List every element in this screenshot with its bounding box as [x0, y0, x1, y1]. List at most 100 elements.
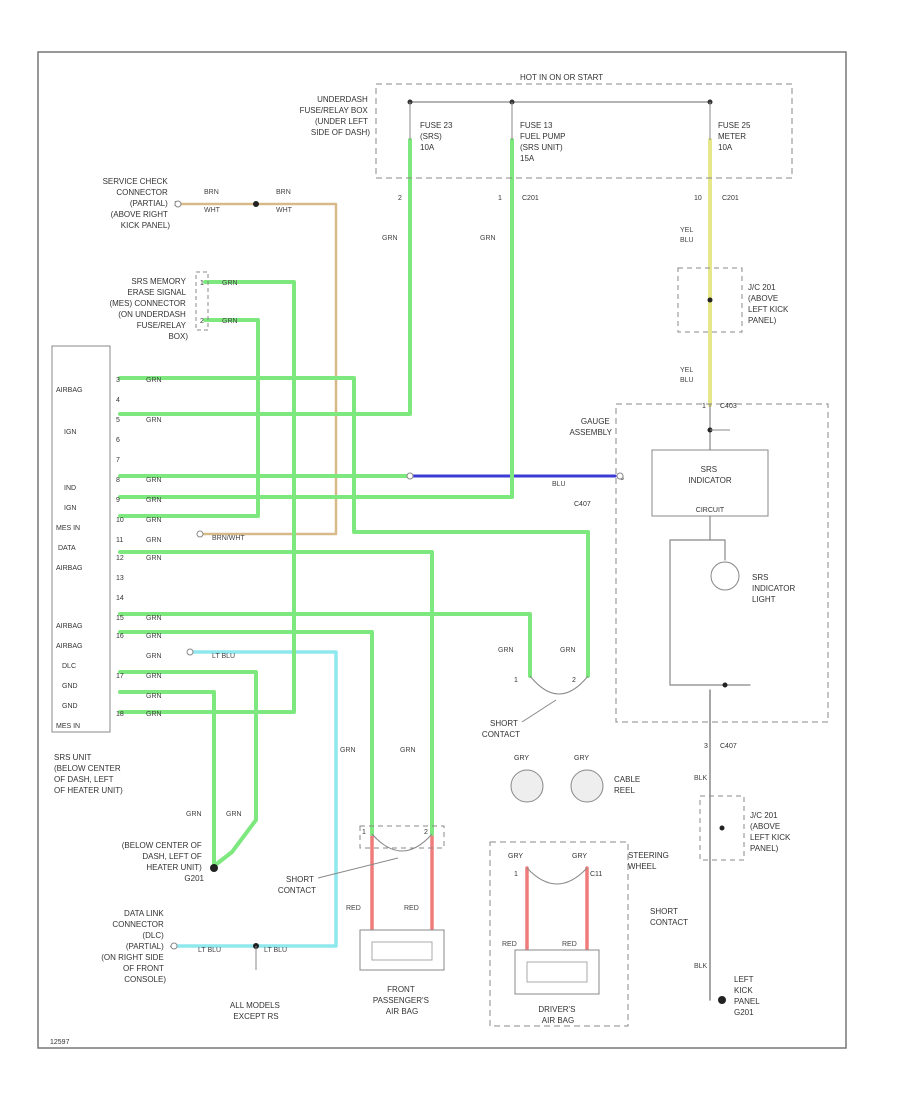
driver-airbag-inner	[526, 961, 588, 983]
sc1-label: SHORT CONTACT	[482, 719, 520, 739]
srs-wire-tag: GRN	[146, 477, 162, 484]
srs-pin: 5	[116, 417, 120, 424]
mes-connector: SRS MEMORY ERASE SIGNAL (MES) CONNECTOR …	[109, 271, 238, 341]
fuse-box-outline	[375, 83, 793, 179]
sc1-pin1: 1	[514, 677, 518, 684]
front-passenger-airbag-assembly: 1 2 SHORT CONTACT FRONT PASSENGER'S AIR …	[278, 825, 445, 1016]
srs-pin: 13	[116, 575, 124, 582]
wire-tag-ltblu: LT BLU	[212, 653, 235, 660]
passenger-airbag-inner	[371, 941, 433, 961]
srs-wire-tag: GRN	[146, 673, 162, 680]
srs-label-gnd: GND	[62, 703, 78, 710]
service-check-label: SERVICE CHECK CONNECTOR (PARTIAL) (ABOVE…	[103, 177, 171, 230]
cable-reel-label: CABLE REEL	[614, 775, 642, 795]
srs-label-ind: IND	[64, 485, 76, 492]
passenger-airbag-label: FRONT PASSENGER'S AIR BAG	[373, 985, 431, 1016]
ground-icon	[718, 996, 726, 1004]
srs-label-airbag: AIRBAG	[56, 623, 82, 630]
gauge-assembly: GAUGE ASSEMBLY 1 C403 3 C407 SRS INDICAT…	[569, 403, 829, 750]
fuse-b-conn: C201	[522, 195, 539, 202]
srs-pin: 17	[116, 673, 124, 680]
srs-wire-tag: GRN	[146, 711, 162, 718]
wire-grn-passenger-b	[118, 550, 434, 836]
steering-tag: GRY	[508, 853, 523, 860]
jc-node	[719, 825, 725, 831]
wire-grn-fuse-b	[118, 138, 514, 499]
wire-tag-red: RED	[346, 905, 361, 912]
wire-tag-brn: BRN	[276, 189, 291, 196]
wire-tag-grn: GRN	[480, 235, 496, 242]
junction-connector-bottom: J/C 201 (ABOVE LEFT KICK PANEL)	[699, 795, 791, 861]
connector-end-icon	[174, 200, 182, 208]
srs-label-mes-in: MES IN	[56, 723, 80, 730]
wire-tag-grn: GRN	[382, 235, 398, 242]
g201-label: (BELOW CENTER OF DASH, LEFT OF HEATER UN…	[122, 841, 205, 883]
srs-pin: 3	[116, 377, 120, 384]
cable-reel-coil-icon	[570, 769, 604, 803]
driver-airbag-label: DRIVER'S AIR BAG	[538, 1005, 577, 1025]
srs-pin: 8	[116, 477, 120, 484]
fuse-c-conn: C201	[722, 195, 739, 202]
gauge-node	[722, 682, 728, 688]
connector-end-icon	[406, 472, 414, 480]
wire-grn-gnd-2	[118, 690, 216, 868]
diagram-frame	[37, 51, 847, 1049]
wire-tag-wht: WHT	[204, 207, 221, 214]
srs-label-airbag: AIRBAG	[56, 565, 82, 572]
sc3-pin1: 1	[362, 829, 366, 836]
wire-grn-mes2	[118, 318, 260, 518]
gauge-outline	[615, 403, 829, 723]
srs-pin: 16	[116, 633, 124, 640]
data-link-connector: DATA LINK CONNECTOR (DLC) (PARTIAL) (ON …	[101, 909, 287, 1021]
wire-grn-fuse-a	[118, 138, 412, 416]
srs-wire-tag: GRN	[146, 633, 162, 640]
wire-tag-grn: GRN	[400, 747, 416, 754]
steering-short-arc	[526, 867, 588, 885]
srs-indicator-box	[651, 449, 769, 517]
short-contact-arc	[529, 675, 589, 695]
srs-label-airbag: AIRBAG	[56, 387, 82, 394]
steering-label: STEERING WHEEL	[628, 851, 671, 871]
sc1-pin2: 2	[572, 677, 576, 684]
wire-tag-ltblu: LT BLU	[264, 947, 287, 954]
wire-tag-blu: BLU	[552, 481, 566, 488]
sc3-pin2: 2	[424, 829, 428, 836]
wire-tag-wht: WHT	[276, 207, 293, 214]
srs-indicator-text: SRS INDICATOR	[688, 465, 731, 485]
connector-end-icon	[616, 472, 624, 480]
passenger-airbag-inflator	[359, 929, 445, 971]
wire-tag-grn: GRN	[186, 811, 202, 818]
ground-left-kick: LEFT KICK PANEL G201	[718, 975, 760, 1017]
wire-grn-gnd-1	[118, 670, 258, 868]
srs-wire-tag: GRN	[146, 497, 162, 504]
junction-connector-top: J/C 201 (ABOVE LEFT KICK PANEL)	[677, 267, 789, 333]
wire-tag-red: RED	[562, 941, 577, 948]
srs-label-ign: IGN	[64, 429, 76, 436]
wire-tag-red: RED	[404, 905, 419, 912]
gauge-conn-top: C403	[720, 403, 737, 410]
srs-label-gnd: GND	[62, 683, 78, 690]
fuse-c-pin: 10	[694, 195, 702, 202]
sc1-pointer	[521, 699, 557, 723]
wire-grn-airbag-13	[118, 612, 532, 678]
all-models-label: ALL MODELS EXCEPT RS	[230, 1001, 282, 1021]
srs-indicator-sub: CIRCUIT	[696, 507, 725, 514]
ground-g201: (BELOW CENTER OF DASH, LEFT OF HEATER UN…	[122, 841, 218, 883]
splice-node	[253, 201, 259, 207]
short-contact-1: 1 2 SHORT CONTACT	[482, 675, 589, 739]
steering-wheel: GRY GRY 1 C11 STEERING WHEEL SHORT CONTA…	[489, 841, 688, 1027]
wire-tag-brn: BRN	[204, 189, 219, 196]
fuse-a-label: FUSE 23 (SRS) 10A	[420, 121, 455, 152]
mes-pin1: 1	[200, 280, 204, 287]
service-check-connector: SERVICE CHECK CONNECTOR (PARTIAL) (ABOVE…	[103, 177, 293, 230]
srs-pin: 11	[116, 537, 123, 544]
gauge-pin-bottom: 3	[704, 743, 708, 750]
steering-wheel-outline	[489, 841, 629, 1027]
mes-pin2: 2	[200, 318, 204, 325]
srs-wire-tag: GRN	[146, 555, 162, 562]
wire-grn-airbag-top	[118, 376, 590, 678]
srs-label-ign: IGN	[64, 505, 76, 512]
srs-label-mes-in: MES IN	[56, 525, 80, 532]
wire-tag-ltblu: LT BLU	[198, 947, 221, 954]
srs-pin: 9	[116, 497, 120, 504]
